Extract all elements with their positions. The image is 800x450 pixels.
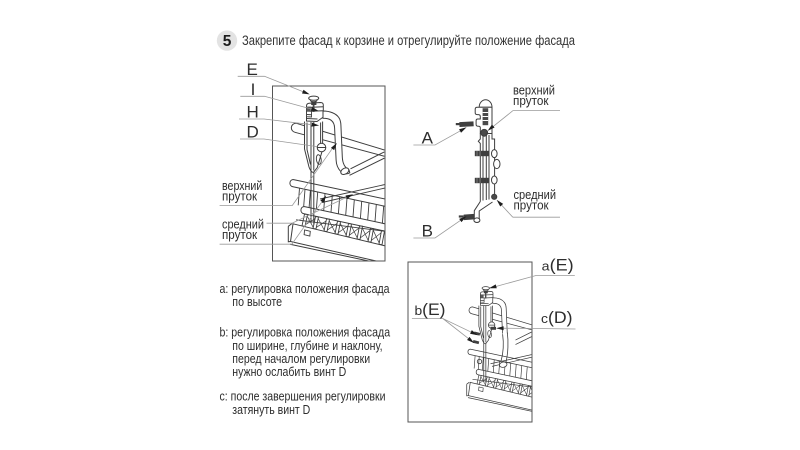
svg-text:I: I — [251, 80, 256, 99]
svg-text:B: B — [422, 222, 433, 241]
svg-text:b(E): b(E) — [415, 301, 446, 319]
svg-text:затянуть винт D: затянуть винт D — [232, 402, 310, 417]
svg-text:по ширине, глубине и наклону,: по ширине, глубине и наклону, — [232, 338, 382, 353]
svg-text:нужно ослабить винт D: нужно ослабить винт D — [232, 364, 346, 379]
svg-text:5: 5 — [223, 33, 232, 50]
svg-text:A: A — [422, 129, 434, 148]
svg-text:пруток: пруток — [222, 189, 257, 204]
svg-text:Закрепите фасад к корзине и от: Закрепите фасад к корзине и отрегулируйт… — [242, 33, 575, 49]
svg-text:E: E — [247, 60, 258, 79]
svg-text:a(E): a(E) — [542, 256, 574, 274]
svg-text:средний: средний — [514, 187, 557, 202]
svg-text:а: регулировка положения фасад: а: регулировка положения фасада — [220, 281, 391, 296]
svg-text:перед началом регулировки: перед началом регулировки — [232, 351, 370, 366]
svg-text:D: D — [247, 122, 259, 141]
svg-text:H: H — [247, 102, 259, 121]
svg-text:пруток: пруток — [222, 227, 257, 242]
svg-text:c: после завершения регулировк: c: после завершения регулировки — [220, 389, 386, 404]
svg-text:верхний: верхний — [222, 178, 262, 193]
svg-text:средний: средний — [222, 216, 264, 231]
svg-text:пруток: пруток — [514, 198, 549, 213]
svg-text:верхний: верхний — [513, 83, 555, 98]
svg-text:по высоте: по высоте — [232, 294, 282, 309]
svg-text:b: регулировка положения фасад: b: регулировка положения фасада — [220, 325, 391, 340]
svg-text:c(D): c(D) — [541, 309, 573, 327]
svg-text:пруток: пруток — [513, 93, 549, 108]
